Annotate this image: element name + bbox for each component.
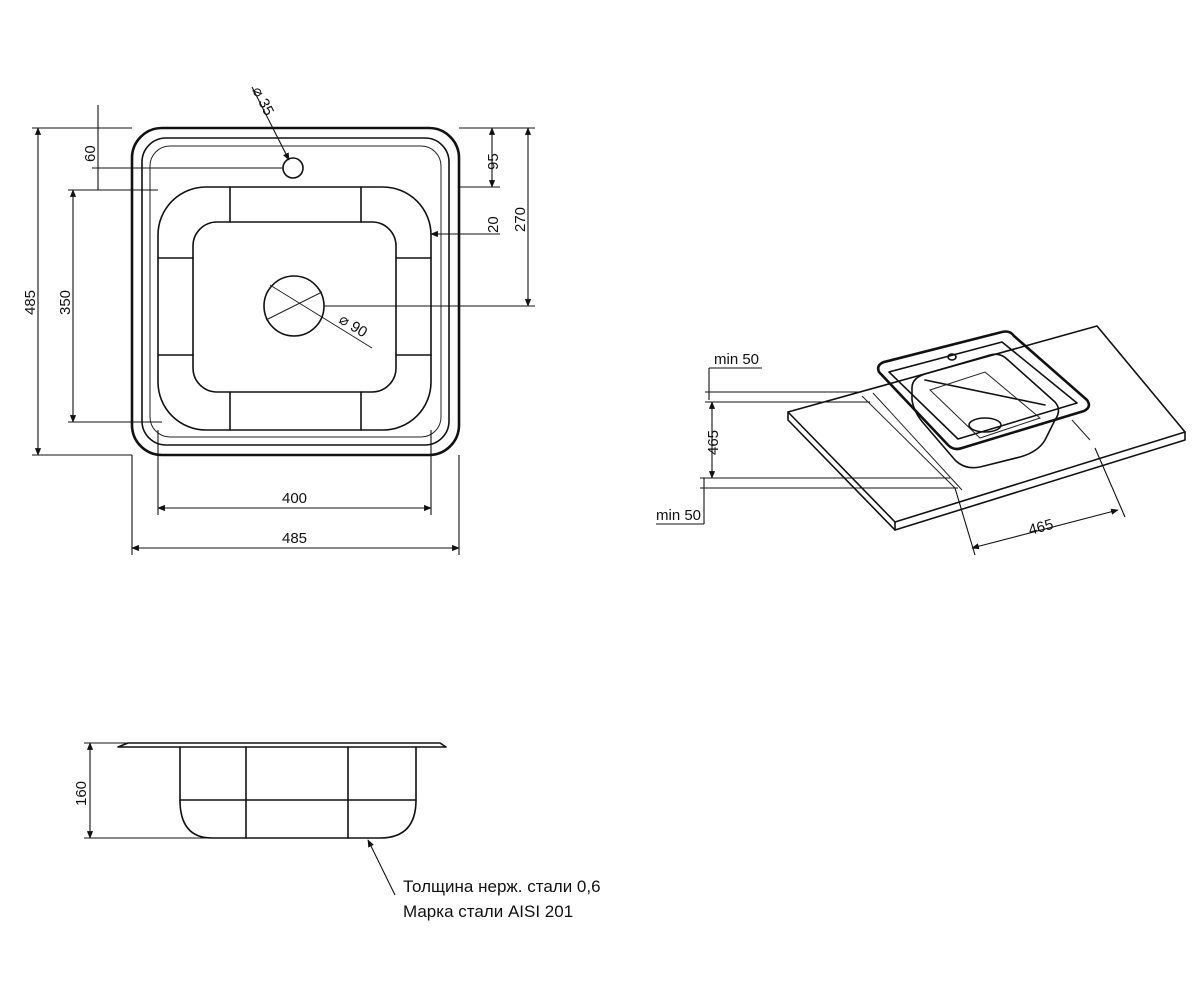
iso-drain: [968, 417, 1002, 433]
isometric-view: min 50 465 min 50 465: [656, 325, 1186, 556]
iso-sink-flange: [876, 330, 1091, 451]
flange-inner: [141, 137, 450, 446]
bowl-bottom: [192, 221, 397, 393]
dim-tap-offset: 60: [82, 145, 99, 162]
iso-cabinet-depth: 465: [705, 430, 722, 455]
side-bowl: [179, 746, 417, 839]
dim-corner: 20: [485, 216, 502, 233]
dim-bowl-width: 400: [282, 490, 307, 507]
dim-drain-offset: 270: [512, 207, 529, 232]
flange-outer: [130, 126, 461, 457]
side-depth-label: 160: [73, 781, 90, 806]
top-view: ⌀ 35 ⌀ 90 60 485 350 95 20 270: [22, 84, 535, 555]
flange-rim-line: [149, 145, 442, 438]
dim-bowl-height: 350: [57, 290, 74, 315]
note-thickness: Толщина нерж. стали 0,6: [403, 877, 601, 896]
iso-cabinet-width: 465: [1027, 516, 1056, 539]
dim-rim-to-bowl: 95: [485, 153, 502, 170]
iso-min-back: min 50: [714, 351, 759, 368]
iso-tap-hole: [947, 353, 957, 361]
bowl-facets: [157, 186, 432, 431]
iso-min-front: min 50: [656, 507, 701, 524]
tap-hole-diameter-label: ⌀ 35: [248, 84, 277, 118]
dim-overall-height: 485: [22, 290, 39, 315]
tap-hole: [282, 157, 304, 179]
iso-sink-bowl: [911, 353, 1060, 469]
note-steel-grade: Марка стали AISI 201: [403, 902, 573, 921]
bowl-outer: [157, 186, 432, 431]
dim-overall-width: 485: [282, 530, 307, 547]
side-view: 160: [73, 742, 447, 896]
side-flange: [117, 742, 447, 748]
